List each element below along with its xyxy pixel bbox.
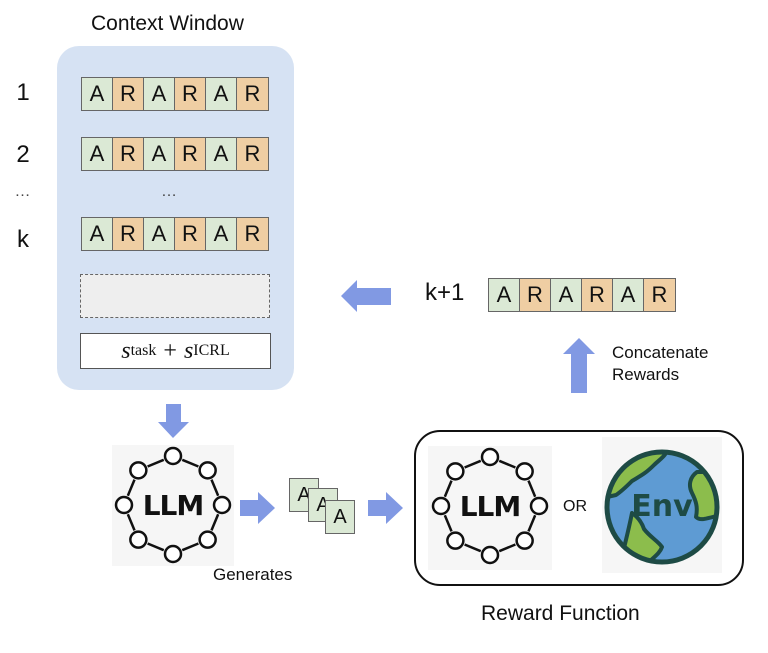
network-edge [210,513,220,531]
sequence-ellipsis: … [161,183,178,200]
action-token: A [489,279,520,311]
action-token: A [144,218,175,250]
network-node [446,531,465,550]
action-token: A [206,138,237,170]
network-node [198,461,217,480]
network-edge [527,514,537,532]
reward-token: R [237,138,268,170]
left-arrow-icon [341,280,391,312]
up-arrow-icon [563,338,595,393]
row-label-k: k [17,226,29,253]
context-window-title: Context Window [91,12,244,35]
reward-token: R [113,218,144,250]
network-node [529,496,549,516]
network-node [163,544,183,564]
action-token: A [613,279,644,311]
network-edge [181,458,199,468]
action-token: A [82,78,113,110]
s-icrl-subscript: ICRL [193,342,230,359]
reward-llm-label: LLM [459,489,522,523]
row-label-ellipsis: … [14,183,32,200]
network-node [431,496,451,516]
or-label: OR [563,498,587,515]
new-episode-label: k+1 [425,279,465,306]
reward-token: R [520,279,551,311]
concatenate-label-line1: Concatenate [612,343,709,362]
network-node [515,462,534,481]
row-label-1: 1 [16,79,30,106]
action-token: A [82,218,113,250]
network-edge [126,513,136,531]
generates-label: Generates [213,565,293,584]
network-node [515,531,534,550]
right-arrow-icon [240,492,275,524]
network-edge [126,479,136,497]
plus-sign: + [163,337,177,364]
concatenate-rewards-label: Concatenate Rewards [612,342,708,386]
network-edge [210,479,220,497]
concatenate-label-line2: Rewards [612,365,680,384]
down-arrow-icon [158,404,189,438]
network-node [129,461,148,480]
reward-llm-network-icon [431,447,549,565]
action-token: A [551,279,582,311]
action-token: A [206,218,237,250]
network-edge [464,459,482,469]
network-node [129,530,148,549]
network-edge [498,543,516,553]
reward-token: R [113,138,144,170]
network-node [480,447,500,467]
reward-token: R [113,78,144,110]
action-token: A [82,138,113,170]
network-node [212,495,232,515]
reward-token: R [237,78,268,110]
reward-token: R [582,279,613,311]
reward-token: R [175,78,206,110]
reward-token: R [237,218,268,250]
reward-token: R [175,218,206,250]
s-task-symbol: s [121,337,131,364]
action-token: A [144,78,175,110]
network-edge [147,458,165,468]
action-card-3: A [325,500,355,534]
action-token: A [144,138,175,170]
network-edge [527,480,537,498]
network-node [198,530,217,549]
reward-token: R [175,138,206,170]
reward-token: R [644,279,675,311]
empty-episode-slot [80,274,270,318]
network-edge [181,542,199,552]
reward-function-title: Reward Function [481,602,640,625]
right-arrow-icon-2 [368,492,403,524]
network-edge [147,542,165,552]
network-node [480,545,500,565]
globe-icon [604,449,720,565]
llm-network-icon [114,446,232,564]
network-node [114,495,134,515]
policy-llm-label: LLM [142,489,205,522]
env-label: Env [631,488,693,524]
network-edge [443,514,453,532]
network-node [163,446,183,466]
network-node [446,462,465,481]
s-icrl-symbol: s [183,337,194,364]
network-edge [498,459,516,469]
row-label-2: 2 [16,141,30,168]
network-edge [464,543,482,553]
network-edge [443,480,453,498]
action-token: A [206,78,237,110]
s-task-subscript: task [130,342,157,359]
